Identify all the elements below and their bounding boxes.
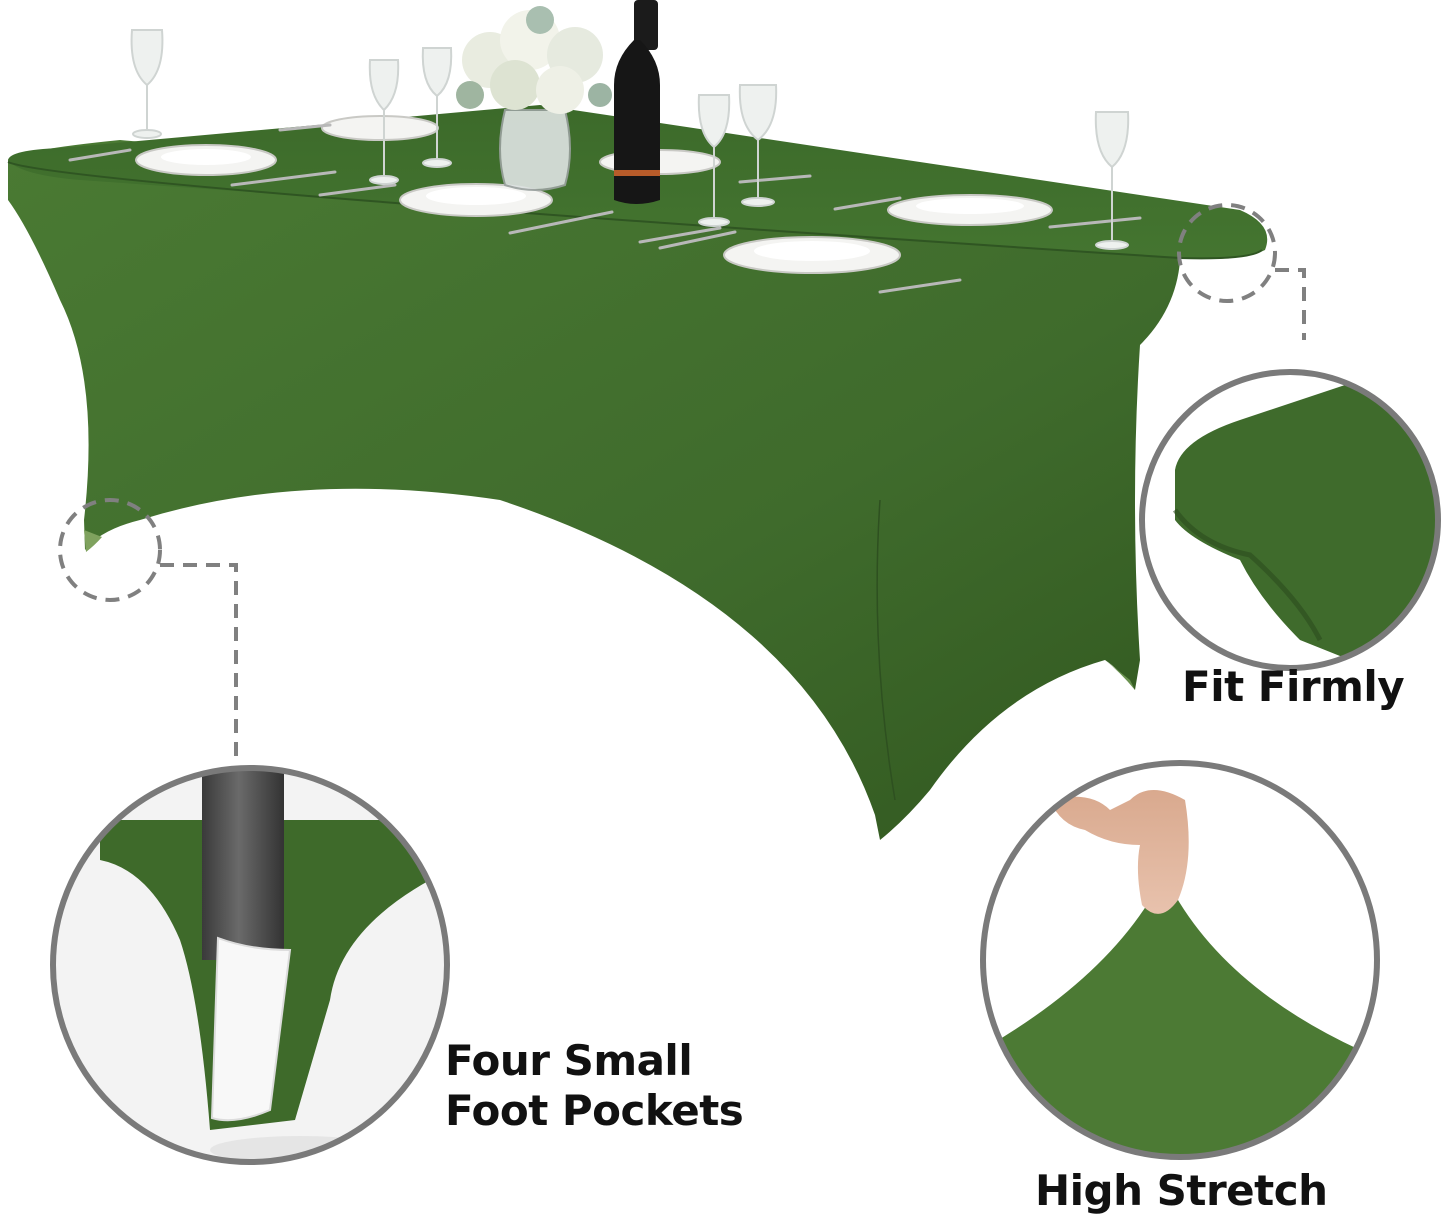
callout-connectors [58, 203, 1306, 760]
feature-label-foot-pockets-line1: Four Small [445, 1036, 693, 1085]
feature-label-fit-firmly: Fit Firmly [1182, 662, 1405, 711]
feature-label-foot-pockets-line2: Foot Pockets [445, 1086, 744, 1136]
feature-label-foot-pockets: Four Small Foot Pockets [445, 1036, 744, 1137]
wine-bottle [614, 0, 660, 204]
wine-glass [130, 29, 1130, 250]
flower-vase [456, 6, 612, 191]
callout-fit-firmly-image [1139, 369, 1441, 671]
table-cover [7, 105, 1268, 840]
callout-foot-pockets-image [50, 765, 450, 1165]
feature-label-high-stretch: High Stretch [1035, 1166, 1328, 1215]
callout-high-stretch-image [980, 760, 1380, 1160]
tableware [68, 0, 1142, 294]
cutlery [68, 123, 1142, 294]
